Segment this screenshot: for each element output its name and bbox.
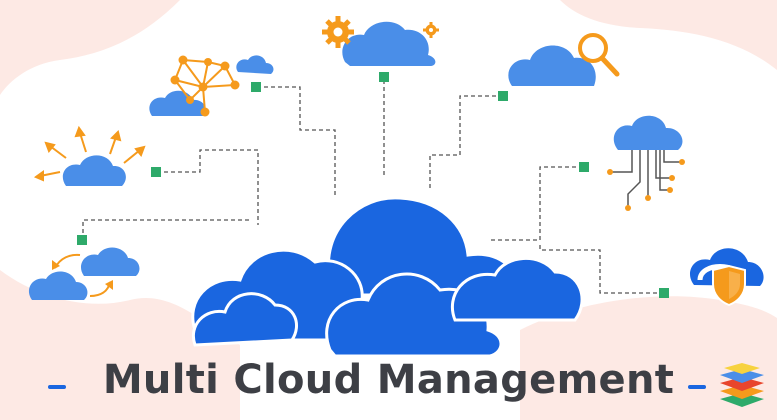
node-network <box>251 82 261 92</box>
network-cloud-icon <box>149 55 274 117</box>
title-dash-right <box>688 385 706 389</box>
settings-cloud-icon <box>322 16 439 66</box>
circuit-cloud-icon <box>607 115 685 211</box>
page-title: Multi Cloud Management <box>102 357 675 403</box>
title-row: Multi Cloud Management <box>0 353 777 413</box>
connector-nodes <box>77 72 669 298</box>
node-sync <box>77 235 87 245</box>
node-shield <box>659 288 669 298</box>
search-cloud-icon <box>508 33 620 86</box>
sync-clouds-icon <box>28 247 140 300</box>
layers-stack-icon <box>720 363 764 407</box>
node-circuit <box>579 162 589 172</box>
shield-cloud-icon <box>689 248 764 307</box>
node-search <box>498 91 508 101</box>
node-broadcast <box>151 167 161 177</box>
central-clouds-icon <box>191 196 584 358</box>
connector-lines <box>82 80 664 294</box>
node-top <box>379 72 389 82</box>
title-dash-left <box>48 385 66 389</box>
broadcast-cloud-icon <box>33 125 146 186</box>
